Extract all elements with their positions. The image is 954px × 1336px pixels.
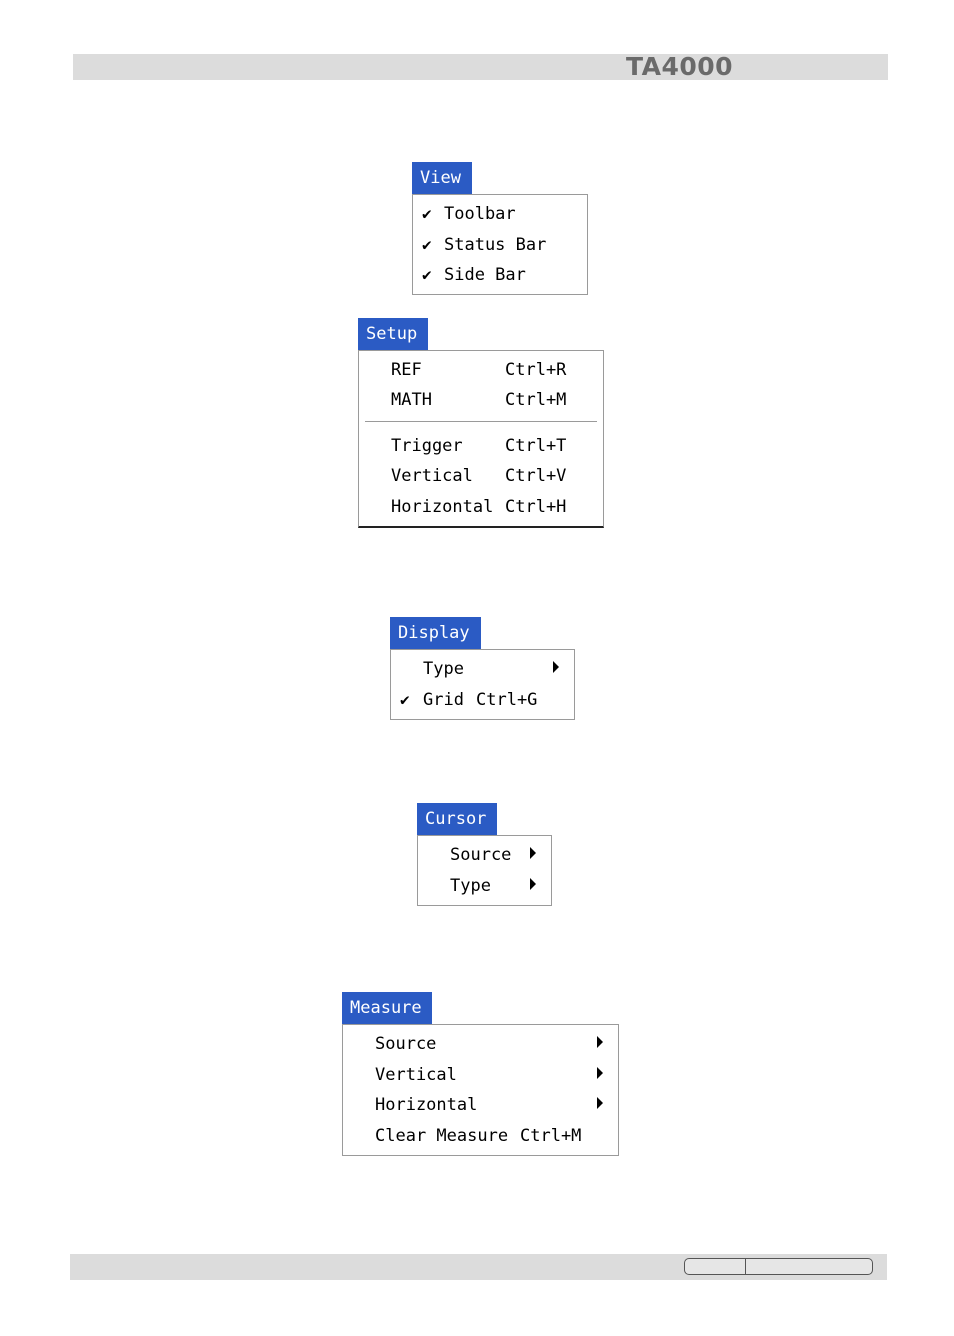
menu-item-trigger[interactable]: Trigger — [391, 436, 463, 456]
view-menu-title[interactable]: View — [412, 162, 472, 194]
submenu-arrow-icon — [530, 878, 536, 890]
menu-item-vertical[interactable]: Vertical — [375, 1065, 457, 1085]
check-icon: ✔ — [422, 235, 432, 254]
shortcut-horizontal: Ctrl+H — [505, 497, 567, 517]
shortcut-clear-measure: Ctrl+M — [520, 1126, 582, 1146]
menu-separator — [365, 421, 597, 422]
page-number-divider — [745, 1259, 746, 1274]
submenu-arrow-icon — [597, 1067, 603, 1079]
page-number-box — [684, 1258, 873, 1275]
display-menu-title[interactable]: Display — [390, 617, 481, 649]
menu-item-source[interactable]: Source — [450, 845, 512, 865]
submenu-arrow-icon — [597, 1036, 603, 1048]
display-menu-panel: Type ✔ Grid Ctrl+G — [390, 649, 575, 720]
check-icon: ✔ — [400, 690, 410, 709]
menu-item-type[interactable]: Type — [450, 876, 491, 896]
shortcut-trigger: Ctrl+T — [505, 436, 567, 456]
check-icon: ✔ — [422, 204, 432, 223]
menu-item-clear-measure[interactable]: Clear Measure — [375, 1126, 509, 1146]
submenu-arrow-icon — [597, 1097, 603, 1109]
setup-menu-title[interactable]: Setup — [358, 318, 428, 350]
measure-menu-title[interactable]: Measure — [342, 992, 432, 1024]
submenu-arrow-icon — [553, 661, 559, 673]
menu-item-source[interactable]: Source — [375, 1034, 437, 1054]
check-icon: ✔ — [422, 265, 432, 284]
cursor-menu-title[interactable]: Cursor — [417, 803, 497, 835]
menu-item-grid[interactable]: Grid — [423, 690, 464, 710]
menu-item-toolbar[interactable]: Toolbar — [444, 204, 516, 224]
menu-item-status-bar[interactable]: Status Bar — [444, 235, 547, 255]
menu-item-vertical[interactable]: Vertical — [391, 466, 473, 486]
menu-item-horizontal[interactable]: Horizontal — [375, 1095, 478, 1115]
menu-item-math[interactable]: MATH — [391, 390, 432, 410]
shortcut-ref: Ctrl+R — [505, 360, 567, 380]
page-footer-bar — [70, 1254, 887, 1280]
cursor-menu-panel: Source Type — [417, 835, 552, 906]
shortcut-vertical: Ctrl+V — [505, 466, 567, 486]
submenu-arrow-icon — [530, 847, 536, 859]
measure-menu-panel: Source Vertical Horizontal Clear Measure… — [342, 1024, 619, 1156]
page-header-bar: TA4000 — [73, 52, 888, 81]
page-title: TA4000 — [626, 52, 734, 81]
shortcut-grid: Ctrl+G — [476, 690, 538, 710]
menu-item-horizontal[interactable]: Horizontal — [391, 497, 494, 517]
menu-item-ref[interactable]: REF — [391, 360, 422, 380]
setup-menu-panel: REF Ctrl+R MATH Ctrl+M Trigger Ctrl+T Ve… — [358, 350, 604, 528]
view-menu-panel: ✔ Toolbar ✔ Status Bar ✔ Side Bar — [412, 194, 588, 295]
menu-item-type[interactable]: Type — [423, 659, 464, 679]
shortcut-math: Ctrl+M — [505, 390, 567, 410]
menu-item-side-bar[interactable]: Side Bar — [444, 265, 526, 285]
